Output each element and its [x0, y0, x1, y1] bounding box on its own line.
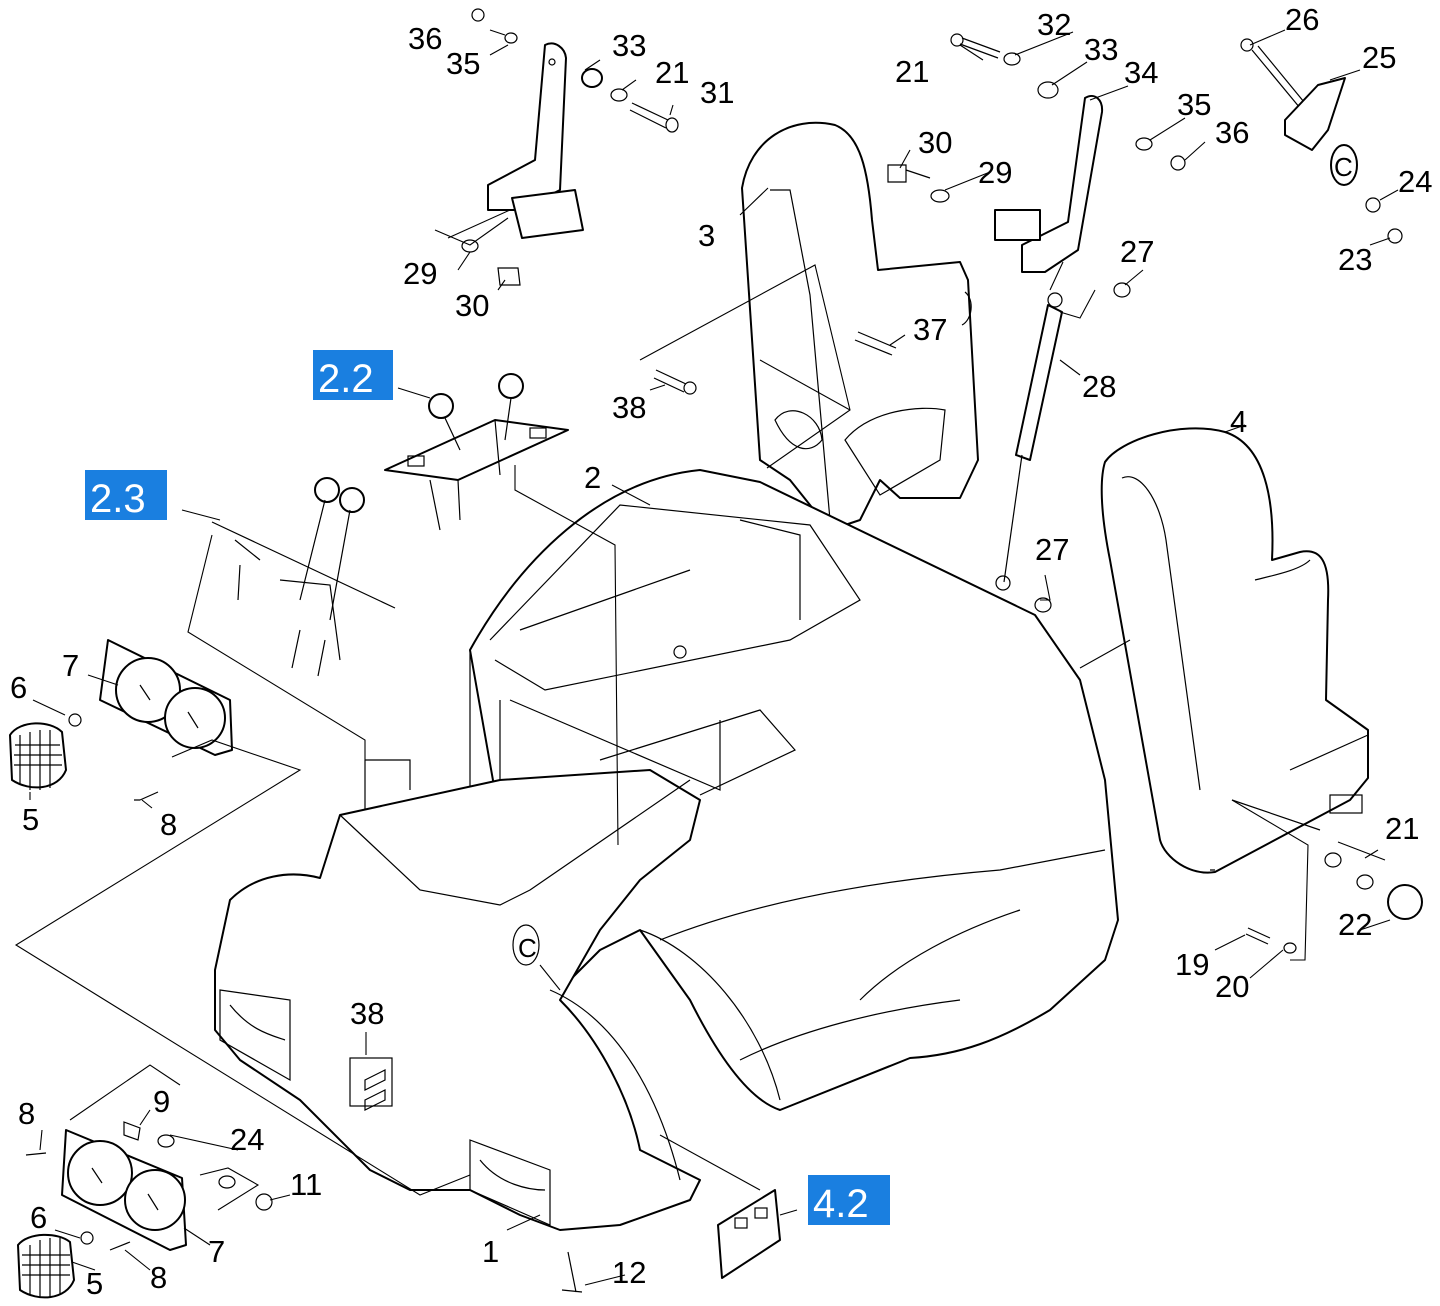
svg-text:C: C: [1334, 152, 1353, 182]
part-label: 27: [1120, 234, 1154, 269]
control-lever-2.2: [384, 373, 569, 531]
part-label: 36: [1215, 115, 1249, 150]
left-bracket: [461, 8, 679, 286]
part-label: 9: [153, 1084, 170, 1119]
part-label: 33: [1084, 32, 1118, 67]
part-label: 31: [700, 75, 734, 110]
front-cowl: C: [214, 759, 701, 1231]
controller-board-4.2: [561, 1189, 781, 1293]
leader-lines: [14, 29, 1399, 1286]
part-label: 24: [230, 1122, 264, 1157]
reference-4-2[interactable]: 4.2: [808, 1175, 890, 1226]
part-label: 25: [1362, 40, 1396, 75]
part-label: 8: [18, 1096, 35, 1131]
part-label: 29: [978, 155, 1012, 190]
fender-body: [469, 469, 1119, 1111]
part-label: 1: [482, 1234, 499, 1269]
part-label: 8: [160, 807, 177, 842]
part-label: 3: [698, 218, 715, 253]
reference-2-3-label: 2.3: [90, 477, 146, 521]
part-label: 35: [446, 46, 480, 81]
gauge-cluster-upper: [9, 639, 233, 801]
reference-4-2-label: 4.2: [813, 1182, 869, 1226]
part-label: 21: [895, 54, 929, 89]
bolts: [653, 331, 897, 395]
part-label: 8: [150, 1260, 167, 1295]
part-label: 36: [408, 21, 442, 56]
part-label: 24: [1398, 164, 1432, 199]
part-label: 28: [1082, 369, 1116, 404]
part-label: 21: [655, 55, 689, 90]
gauge-cluster-lower: [17, 1121, 273, 1299]
part-label: 7: [208, 1234, 225, 1269]
latch-assembly: C: [1240, 38, 1403, 244]
part-label: 37: [913, 312, 947, 347]
part-label: 12: [612, 1255, 646, 1290]
gas-strut: [995, 282, 1131, 613]
control-lever-2.3: [211, 477, 396, 677]
part-label: 30: [455, 288, 489, 323]
part-label: 38: [612, 390, 646, 425]
part-label: 29: [403, 256, 437, 291]
part-label: 2: [584, 460, 601, 495]
knob-hardware: [1245, 852, 1423, 954]
seat: [1100, 427, 1369, 874]
part-label: 26: [1285, 2, 1319, 37]
part-label: 4: [1230, 404, 1247, 439]
part-label: 19: [1175, 947, 1209, 982]
part-label: 32: [1037, 7, 1071, 42]
part-label: 34: [1124, 55, 1158, 90]
part-label: 27: [1035, 532, 1069, 567]
reference-2-3[interactable]: 2.3: [85, 470, 167, 521]
part-label: 21: [1385, 811, 1419, 846]
part-label: 6: [10, 670, 27, 705]
part-label: 5: [22, 802, 39, 837]
reference-2-2[interactable]: 2.2: [313, 350, 393, 401]
part-label: 7: [62, 648, 79, 683]
part-label: 22: [1338, 907, 1372, 942]
part-label: 23: [1338, 242, 1372, 277]
part-label: 30: [918, 125, 952, 160]
part-label: 38: [350, 996, 384, 1031]
right-bracket: [887, 33, 1186, 273]
part-labels: 36 35 33 21 31 29 30 21 32 33 34 35 36 3…: [10, 2, 1432, 1301]
reference-2-2-label: 2.2: [318, 357, 374, 401]
part-label: 11: [290, 1167, 322, 1202]
part-label: 5: [86, 1266, 103, 1301]
svg-text:C: C: [518, 933, 537, 963]
rear-panel: [741, 121, 979, 531]
part-label: 35: [1177, 87, 1211, 122]
part-label: 33: [612, 28, 646, 63]
part-label: 20: [1215, 969, 1249, 1004]
part-label: 6: [30, 1200, 47, 1235]
